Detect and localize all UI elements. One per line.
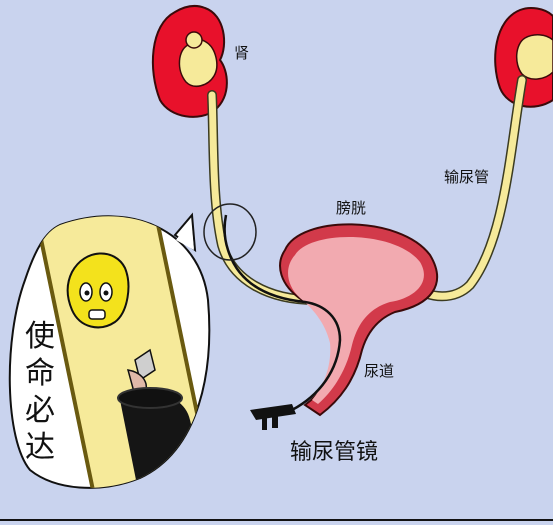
- bladder-icon: [279, 223, 438, 417]
- zoomed-ureter: [32, 216, 210, 488]
- speech-bubble-text: 使 命 必 达: [18, 318, 62, 466]
- ureteroscope-icon: [250, 404, 296, 430]
- kidney-right-icon: [494, 7, 553, 108]
- speech-line: 达: [25, 430, 55, 465]
- magnifier-circle: [203, 203, 257, 261]
- speech-line: 命: [25, 356, 55, 391]
- label-kidney: 肾: [234, 44, 250, 62]
- speech-line: 必: [25, 393, 55, 428]
- label-urethra: 尿道: [364, 362, 395, 380]
- label-ureteroscope: 输尿管镜: [290, 440, 379, 465]
- stone-character-icon: [66, 252, 130, 329]
- label-ureter: 输尿管: [444, 168, 490, 186]
- ureteroscope-shaft: [223, 214, 342, 412]
- kidney-left-icon: [151, 4, 228, 118]
- speech-line: 使: [25, 319, 55, 354]
- label-bladder: 膀胱: [336, 199, 367, 217]
